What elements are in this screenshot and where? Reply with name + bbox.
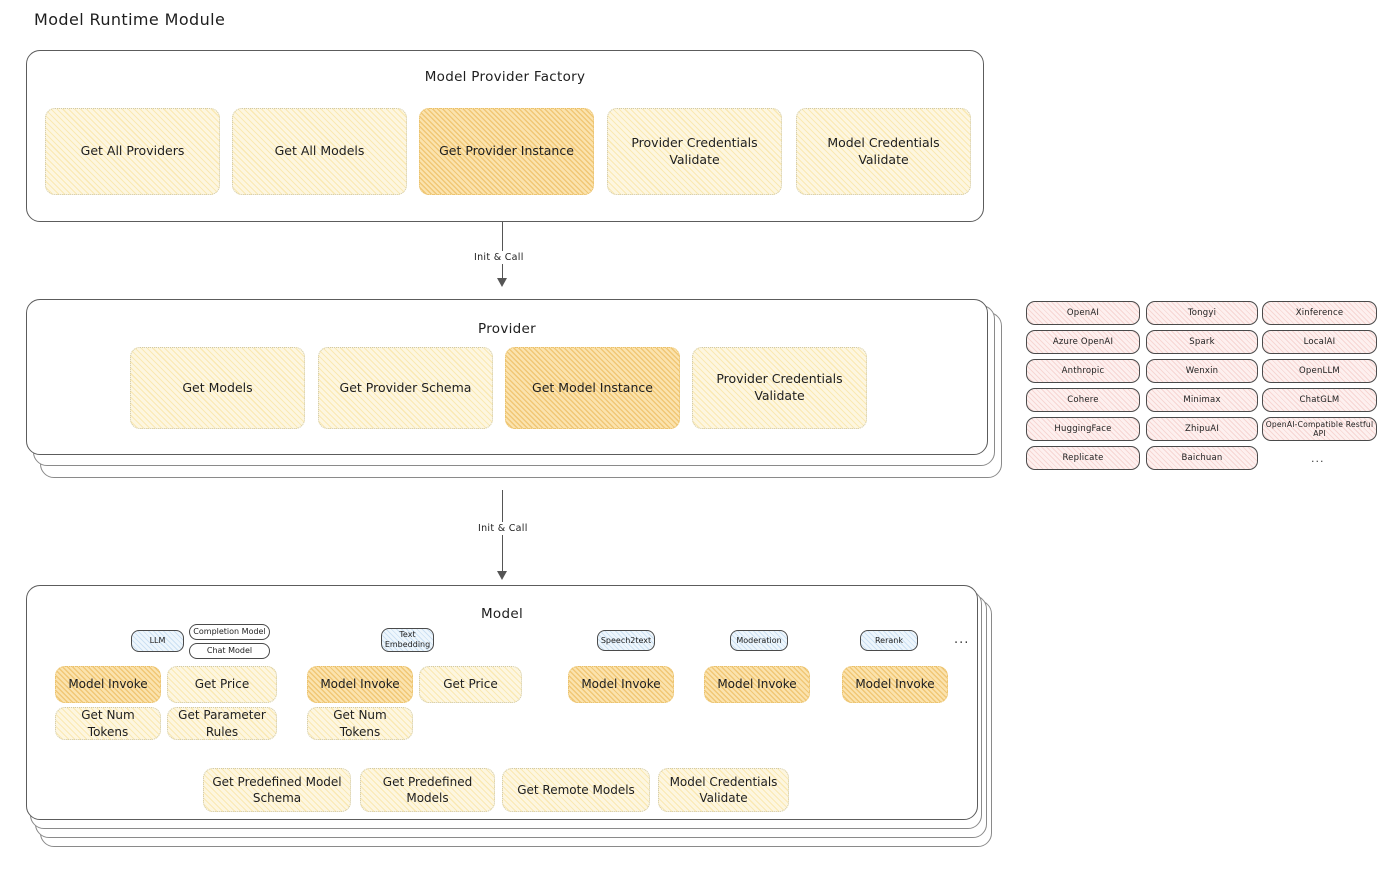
factory-card-model-credentials-validate[interactable]: Model Credentials Validate <box>796 108 971 195</box>
provider-pill-huggingface[interactable]: HuggingFace <box>1026 417 1140 441</box>
provider-pill-spark[interactable]: Spark <box>1146 330 1258 354</box>
provider-pill-anthropic[interactable]: Anthropic <box>1026 359 1140 383</box>
factory-card-get-all-providers[interactable]: Get All Providers <box>45 108 220 195</box>
provider-pill-minimax[interactable]: Minimax <box>1146 388 1258 412</box>
model-common-card-model-credentials-validate[interactable]: Model Credentials Validate <box>658 768 789 812</box>
provider-box: Provider Get Models Get Provider Schema … <box>26 299 988 455</box>
model-groups-ellipsis: ... <box>954 632 970 647</box>
model-subtag-completion-model[interactable]: Completion Model <box>189 624 270 640</box>
model-card-rerank-model-invoke[interactable]: Model Invoke <box>842 666 948 703</box>
provider-pill-openai[interactable]: OpenAI <box>1026 301 1140 325</box>
provider-title: Provider <box>478 321 536 337</box>
arrow-provider-to-model-label: Init & Call <box>474 522 532 535</box>
provider-card-get-models[interactable]: Get Models <box>130 347 305 429</box>
provider-card-get-provider-schema[interactable]: Get Provider Schema <box>318 347 493 429</box>
model-tag-rerank[interactable]: Rerank <box>860 630 918 651</box>
arrow-provider-to-model-head <box>497 571 507 580</box>
model-tag-moderation[interactable]: Moderation <box>730 630 788 651</box>
factory-card-provider-credentials-validate[interactable]: Provider Credentials Validate <box>607 108 782 195</box>
model-card-llm-get-num-tokens[interactable]: Get Num Tokens <box>55 707 161 740</box>
provider-pill-openllm[interactable]: OpenLLM <box>1262 359 1377 383</box>
provider-pill-chatglm[interactable]: ChatGLM <box>1262 388 1377 412</box>
model-card-moderation-model-invoke[interactable]: Model Invoke <box>704 666 810 703</box>
provider-list-ellipsis: ... <box>1311 452 1325 465</box>
provider-pill-azure-openai[interactable]: Azure OpenAI <box>1026 330 1140 354</box>
provider-pill-cohere[interactable]: Cohere <box>1026 388 1140 412</box>
model-common-card-get-predefined-model-schema[interactable]: Get Predefined Model Schema <box>203 768 351 812</box>
provider-card-provider-credentials-validate[interactable]: Provider Credentials Validate <box>692 347 867 429</box>
model-provider-factory-title: Model Provider Factory <box>424 69 586 85</box>
model-card-speech2text-model-invoke[interactable]: Model Invoke <box>568 666 674 703</box>
model-title: Model <box>480 606 524 622</box>
provider-pill-replicate[interactable]: Replicate <box>1026 446 1140 470</box>
provider-pill-xinference[interactable]: Xinference <box>1262 301 1377 325</box>
factory-card-get-all-models[interactable]: Get All Models <box>232 108 407 195</box>
provider-card-get-model-instance[interactable]: Get Model Instance <box>505 347 680 429</box>
provider-pill-tongyi[interactable]: Tongyi <box>1146 301 1258 325</box>
model-subtag-chat-model[interactable]: Chat Model <box>189 643 270 659</box>
model-card-llm-get-parameter-rules[interactable]: Get Parameter Rules <box>167 707 277 740</box>
provider-pill-wenxin[interactable]: Wenxin <box>1146 359 1258 383</box>
model-provider-factory-box: Model Provider Factory Get All Providers… <box>26 50 984 222</box>
model-card-text-embedding-get-price[interactable]: Get Price <box>419 666 522 703</box>
model-tag-text-embedding[interactable]: Text Embedding <box>381 628 434 652</box>
model-card-llm-model-invoke[interactable]: Model Invoke <box>55 666 161 703</box>
arrow-factory-to-provider-label: Init & Call <box>470 251 528 264</box>
arrow-factory-to-provider-head <box>497 278 507 287</box>
model-tag-speech2text[interactable]: Speech2text <box>597 630 655 651</box>
page-title: Model Runtime Module <box>34 10 226 29</box>
model-common-card-get-remote-models[interactable]: Get Remote Models <box>502 768 650 812</box>
provider-pill-openai-compatible-restful-api[interactable]: OpenAI-Compatible Restful API <box>1262 417 1377 441</box>
model-card-text-embedding-model-invoke[interactable]: Model Invoke <box>307 666 413 703</box>
provider-pill-localai[interactable]: LocalAI <box>1262 330 1377 354</box>
model-box: Model LLM Completion Model Chat Model Mo… <box>26 585 978 820</box>
model-card-text-embedding-get-num-tokens[interactable]: Get Num Tokens <box>307 707 413 740</box>
model-tag-llm[interactable]: LLM <box>131 630 184 652</box>
factory-card-get-provider-instance[interactable]: Get Provider Instance <box>419 108 594 195</box>
model-common-card-get-predefined-models[interactable]: Get Predefined Models <box>360 768 495 812</box>
provider-pill-zhipuai[interactable]: ZhipuAI <box>1146 417 1258 441</box>
model-card-llm-get-price[interactable]: Get Price <box>167 666 277 703</box>
provider-pill-baichuan[interactable]: Baichuan <box>1146 446 1258 470</box>
